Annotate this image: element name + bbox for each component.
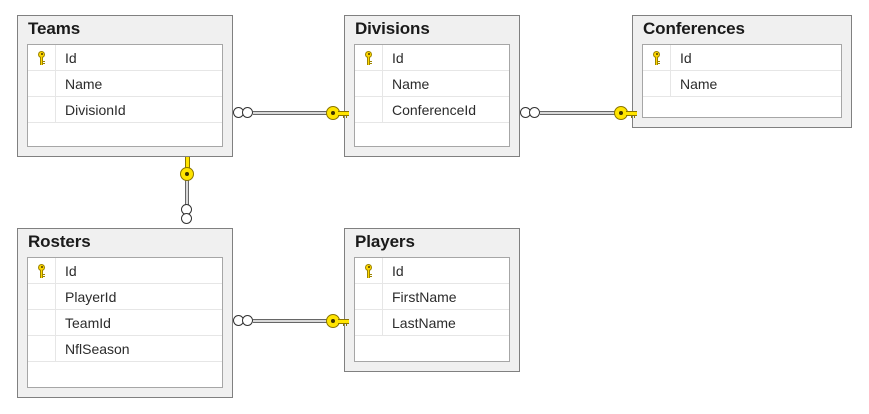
attribute-gutter [28, 45, 56, 70]
attribute-grid-divisions: Id Name ConferenceId [354, 44, 510, 147]
attribute-label: Name [680, 75, 718, 92]
attribute-empty-row [355, 336, 509, 362]
attribute-row-name[interactable]: Name [355, 71, 509, 97]
relationship-line [253, 111, 335, 115]
attribute-row-teamid[interactable]: TeamId [28, 310, 222, 336]
attribute-gutter [355, 310, 383, 335]
attribute-grid-rosters: Id PlayerId TeamId NflSeason [27, 257, 223, 388]
foreign-key-icon [614, 106, 638, 120]
attribute-gutter [643, 71, 671, 96]
entity-title-conferences: Conferences [643, 19, 745, 38]
foreign-key-icon [180, 157, 194, 181]
relationship-teams-divisions[interactable] [233, 106, 349, 122]
attribute-label: Id [65, 262, 77, 279]
entity-teams[interactable]: Teams Id Name DivisionId [17, 15, 233, 157]
attribute-gutter [28, 310, 56, 335]
relationship-divisions-conferences[interactable] [520, 106, 637, 122]
attribute-row-id[interactable]: Id [643, 45, 841, 71]
attribute-gutter [28, 336, 56, 361]
entity-players[interactable]: Players Id FirstName LastN [344, 228, 520, 372]
attribute-row-id[interactable]: Id [28, 258, 222, 284]
entity-title-rosters: Rosters [28, 232, 91, 251]
attribute-gutter [28, 284, 56, 309]
attribute-row-id[interactable]: Id [28, 45, 222, 71]
attribute-label: Id [392, 262, 404, 279]
many-cardinality-icon [233, 315, 255, 327]
many-cardinality-icon [233, 107, 255, 119]
attribute-row-firstname[interactable]: FirstName [355, 284, 509, 310]
attribute-gutter [355, 284, 383, 309]
entity-title-divisions: Divisions [355, 19, 430, 38]
attribute-row-id[interactable]: Id [355, 45, 509, 71]
attribute-row-playerid[interactable]: PlayerId [28, 284, 222, 310]
relationship-rosters-players[interactable] [233, 314, 349, 330]
attribute-gutter [355, 97, 383, 122]
many-cardinality-icon [520, 107, 542, 119]
attribute-gutter [355, 71, 383, 96]
attribute-empty-row [28, 123, 222, 149]
primary-key-icon [36, 263, 47, 278]
attribute-grid-players: Id FirstName LastName [354, 257, 510, 362]
foreign-key-icon [326, 106, 350, 120]
attribute-gutter [643, 45, 671, 70]
attribute-label: ConferenceId [392, 101, 477, 118]
attribute-label: FirstName [392, 288, 457, 305]
attribute-row-name[interactable]: Name [643, 71, 841, 97]
entity-conferences[interactable]: Conferences Id Name [632, 15, 852, 128]
attribute-gutter [28, 71, 56, 96]
entity-title-players: Players [355, 232, 415, 251]
attribute-label: Id [680, 49, 692, 66]
attribute-row-id[interactable]: Id [355, 258, 509, 284]
primary-key-icon [363, 50, 374, 65]
attribute-label: Name [392, 75, 430, 92]
entity-title-teams: Teams [28, 19, 81, 38]
primary-key-icon [363, 263, 374, 278]
attribute-empty-row [643, 97, 841, 123]
attribute-row-conferenceid[interactable]: ConferenceId [355, 97, 509, 123]
attribute-label: DivisionId [65, 101, 126, 118]
relationship-line [540, 111, 623, 115]
entity-divisions[interactable]: Divisions Id Name Conferen [344, 15, 520, 157]
attribute-row-divisionid[interactable]: DivisionId [28, 97, 222, 123]
primary-key-icon [651, 50, 662, 65]
foreign-key-icon [326, 314, 350, 328]
attribute-label: Id [65, 49, 77, 66]
entity-rosters[interactable]: Rosters Id PlayerId TeamId [17, 228, 233, 398]
attribute-gutter [28, 97, 56, 122]
attribute-row-lastname[interactable]: LastName [355, 310, 509, 336]
attribute-label: PlayerId [65, 288, 117, 305]
relationship-rosters-teams[interactable] [180, 157, 196, 228]
attribute-label: TeamId [65, 314, 111, 331]
attribute-gutter [355, 45, 383, 70]
attribute-gutter [28, 258, 56, 283]
relationship-line [185, 175, 189, 205]
attribute-empty-row [355, 123, 509, 149]
attribute-empty-row [28, 362, 222, 388]
attribute-grid-teams: Id Name DivisionId [27, 44, 223, 147]
primary-key-icon [36, 50, 47, 65]
attribute-label: LastName [392, 314, 456, 331]
many-cardinality-icon [181, 204, 193, 226]
attribute-row-name[interactable]: Name [28, 71, 222, 97]
attribute-gutter [355, 258, 383, 283]
attribute-label: Name [65, 75, 103, 92]
relationship-line [253, 319, 335, 323]
attribute-grid-conferences: Id Name [642, 44, 842, 118]
attribute-label: Id [392, 49, 404, 66]
attribute-label: NflSeason [65, 340, 130, 357]
attribute-row-nflseason[interactable]: NflSeason [28, 336, 222, 362]
